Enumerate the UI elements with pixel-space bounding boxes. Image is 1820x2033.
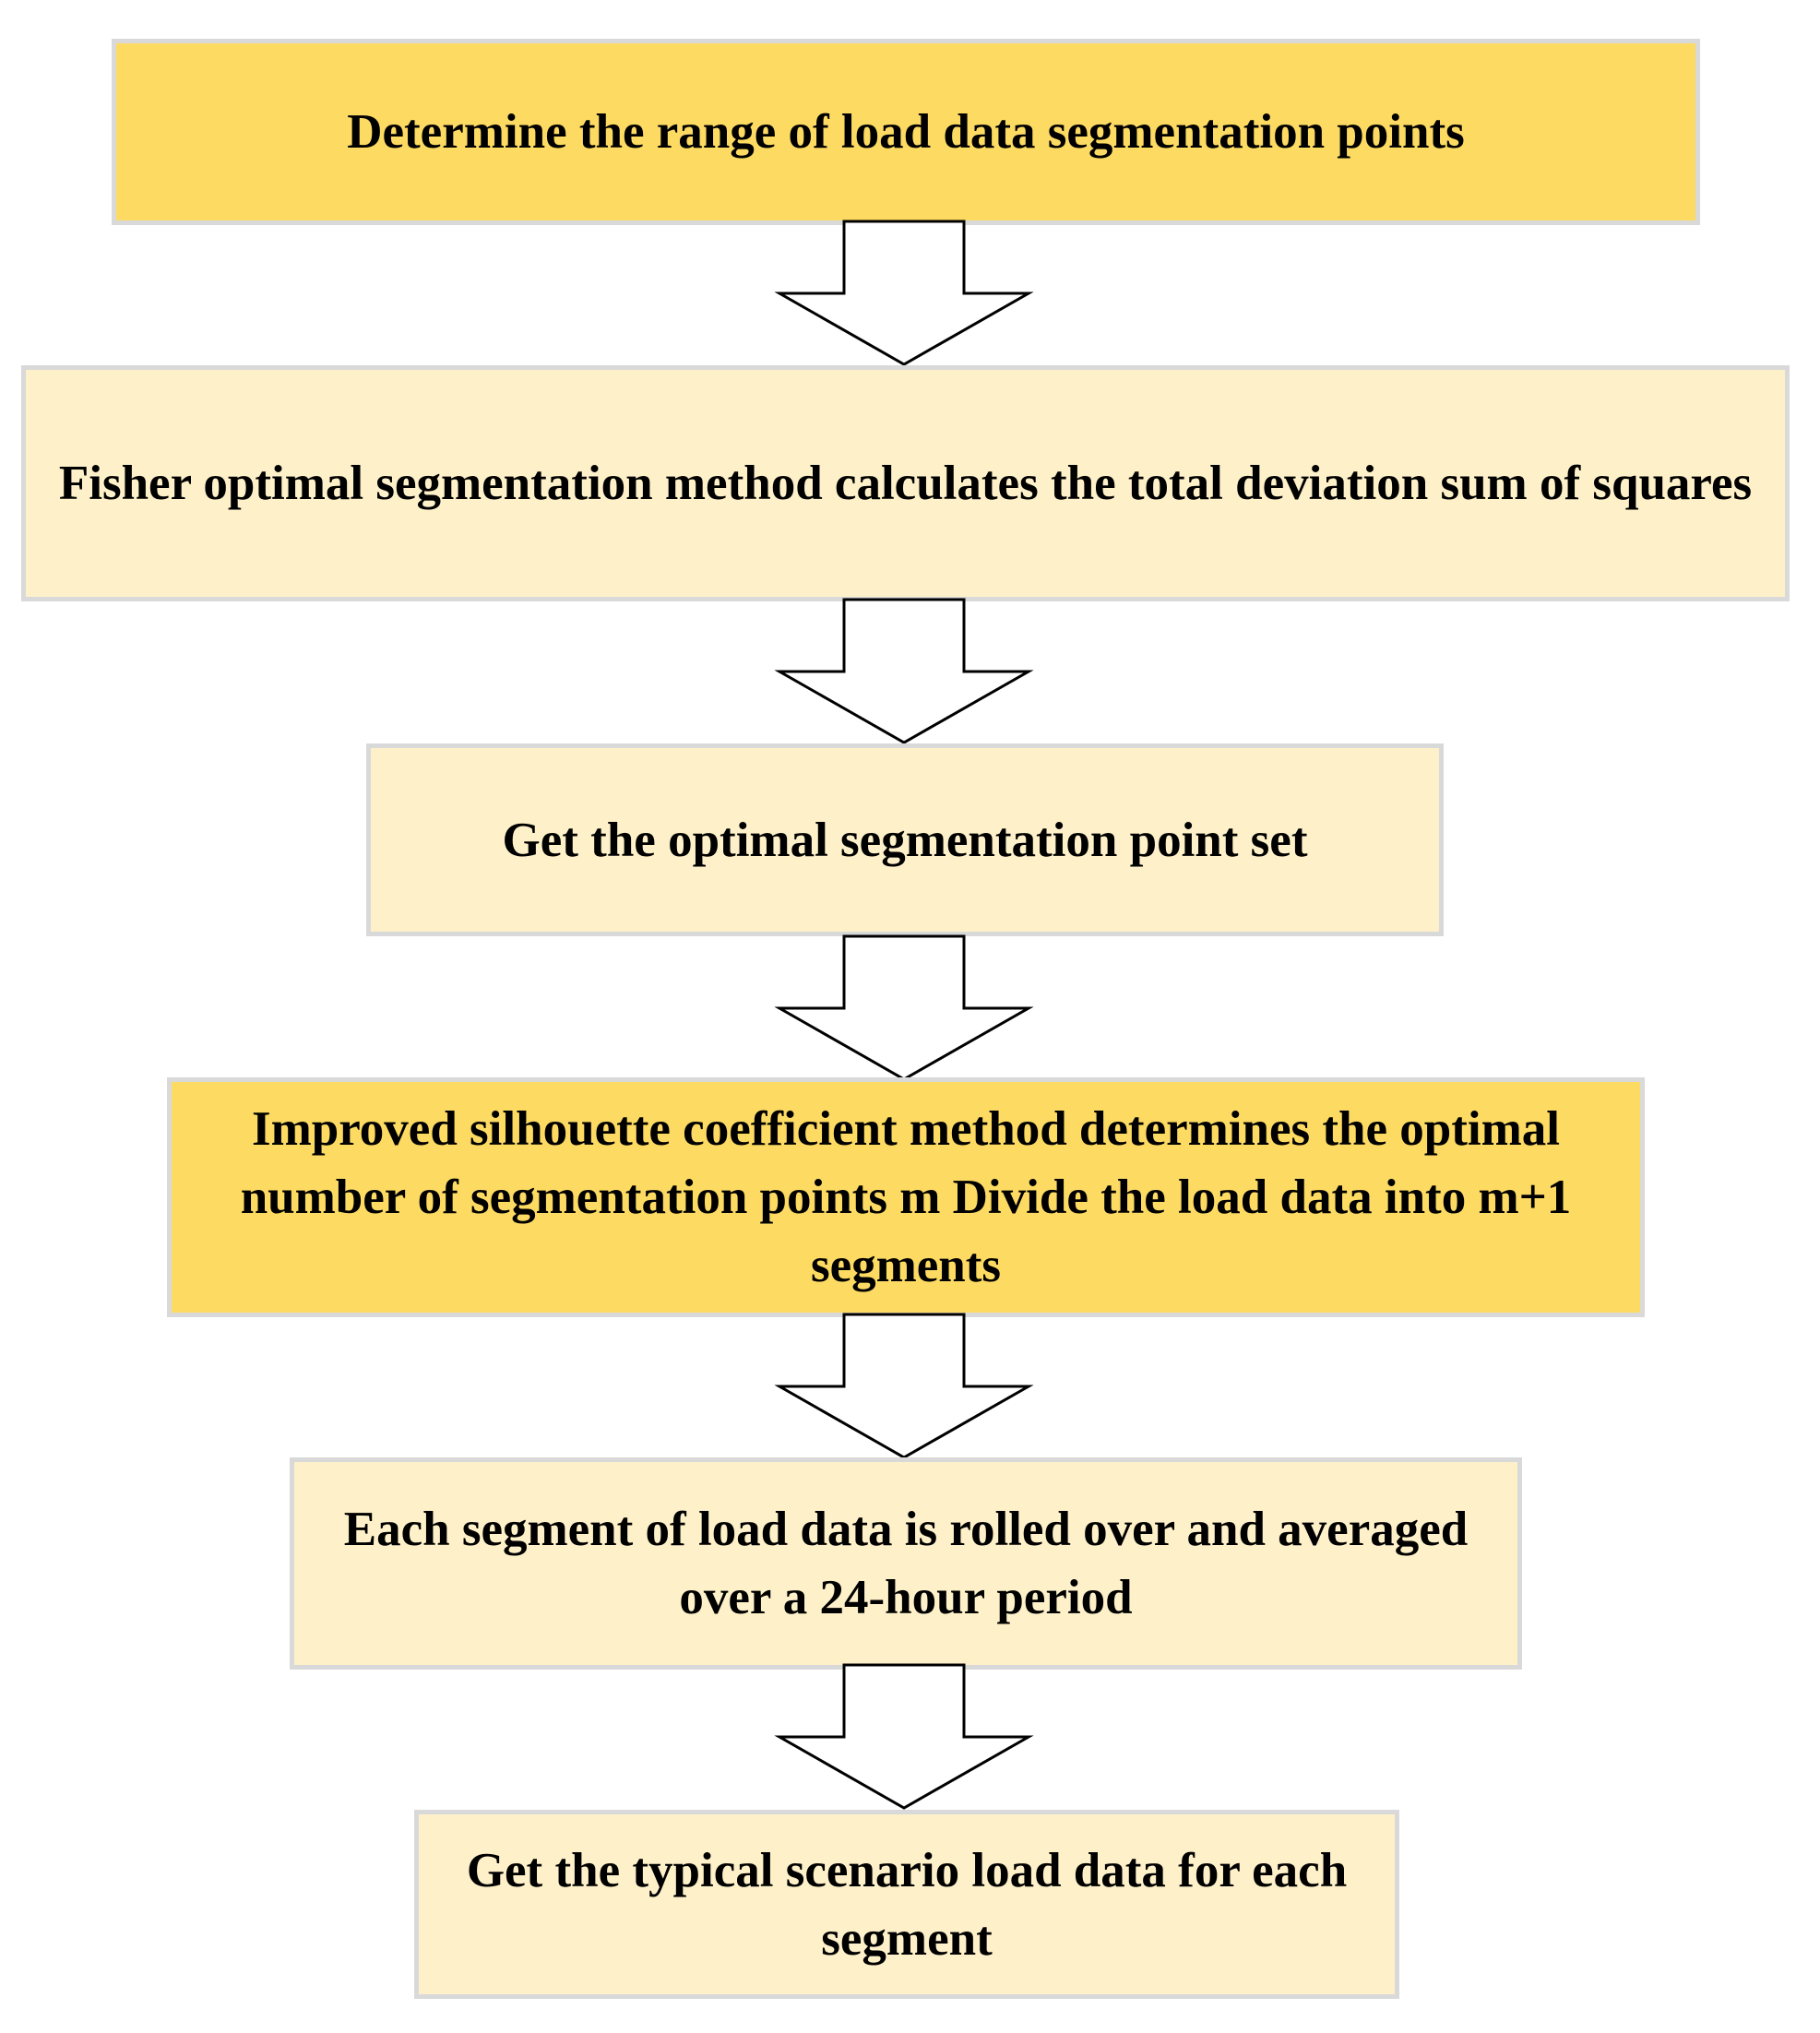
step-5-box: Each segment of load data is rolled over… bbox=[290, 1457, 1522, 1670]
step-1-text: Determine the range of load data segment… bbox=[347, 105, 1465, 159]
step-2-text: Fisher optimal segmentation method calcu… bbox=[58, 457, 1753, 510]
step-4-text: Improved silhouette coefficient method d… bbox=[240, 1102, 1572, 1292]
step-2-box: Fisher optimal segmentation method calcu… bbox=[21, 365, 1790, 601]
step-3-box: Get the optimal segmentation point set bbox=[366, 743, 1444, 936]
arrow-down-icon bbox=[774, 1663, 1034, 1810]
step-6-text: Get the typical scenario load data for e… bbox=[466, 1843, 1348, 1966]
step-3-text: Get the optimal segmentation point set bbox=[502, 813, 1308, 867]
arrow-down-icon bbox=[774, 598, 1034, 744]
arrow-down-icon bbox=[774, 934, 1034, 1081]
step-5-text: Each segment of load data is rolled over… bbox=[343, 1503, 1469, 1624]
step-6-box: Get the typical scenario load data for e… bbox=[414, 1810, 1399, 1999]
step-1-box: Determine the range of load data segment… bbox=[112, 39, 1700, 225]
arrow-down-icon bbox=[774, 1313, 1034, 1459]
step-4-box: Improved silhouette coefficient method d… bbox=[167, 1077, 1645, 1317]
arrow-down-icon bbox=[774, 220, 1034, 366]
